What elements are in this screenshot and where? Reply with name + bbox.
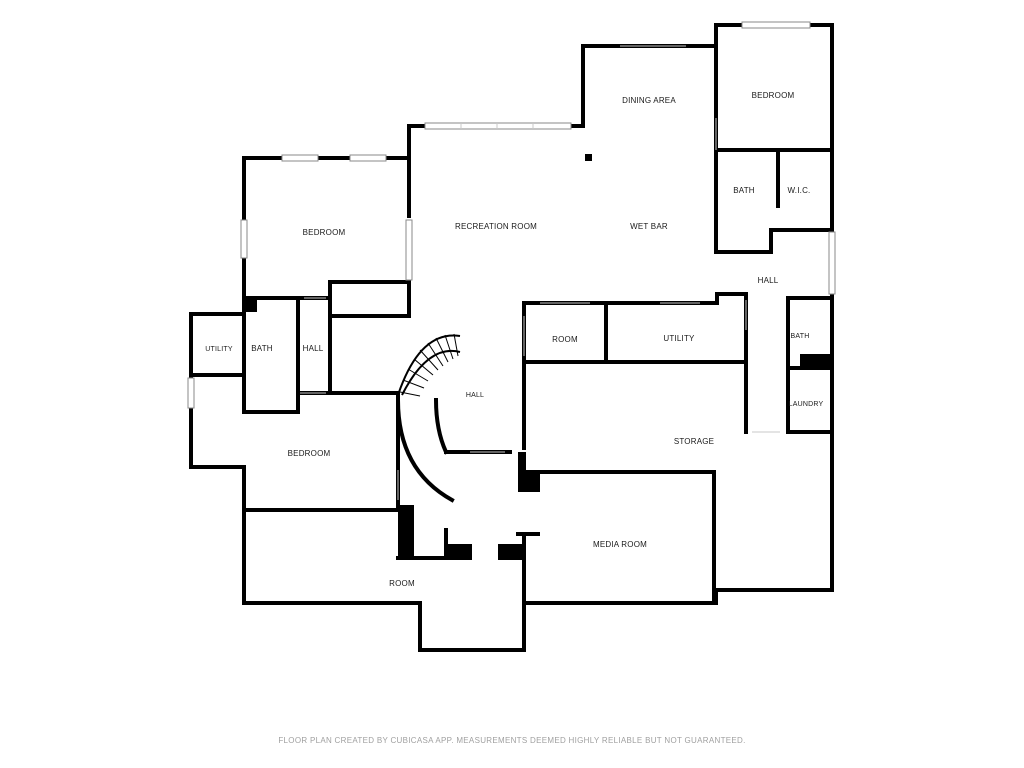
- label-utility-center: UTILITY: [663, 334, 695, 343]
- openings: [300, 45, 780, 500]
- label-bedroom-sw: BEDROOM: [288, 449, 331, 458]
- label-utility-west: UTILITY: [205, 346, 233, 353]
- label-bath-west: BATH: [251, 344, 273, 353]
- label-wic: W.I.C.: [788, 186, 811, 195]
- footer-disclaimer: FLOOR PLAN CREATED BY CUBICASA APP. MEAS…: [278, 736, 746, 745]
- solid-blocks: [244, 154, 832, 560]
- label-dining-area: DINING AREA: [622, 96, 676, 105]
- windows: [187, 21, 836, 409]
- label-room-south: ROOM: [389, 579, 415, 588]
- label-laundry: LAUNDRY: [789, 401, 824, 408]
- label-wet-bar: WET BAR: [630, 222, 668, 231]
- stair-treads: [399, 333, 459, 397]
- label-recreation-room: RECREATION ROOM: [455, 222, 537, 231]
- label-hall-center: HALL: [466, 392, 484, 399]
- label-hall-east: HALL: [758, 276, 779, 285]
- interior-walls: [189, 44, 834, 605]
- label-media-room: MEDIA ROOM: [593, 540, 647, 549]
- label-bath-ne: BATH: [733, 186, 755, 195]
- label-bedroom-nw: BEDROOM: [303, 228, 346, 237]
- label-bedroom-ne: BEDROOM: [752, 91, 795, 100]
- room-labels: DINING AREA BEDROOM BATH W.I.C. RECREATI…: [205, 91, 823, 588]
- label-bath-east: BATH: [791, 333, 810, 340]
- label-storage: STORAGE: [674, 437, 714, 446]
- label-hall-west: HALL: [303, 344, 324, 353]
- label-room-center: ROOM: [552, 335, 578, 344]
